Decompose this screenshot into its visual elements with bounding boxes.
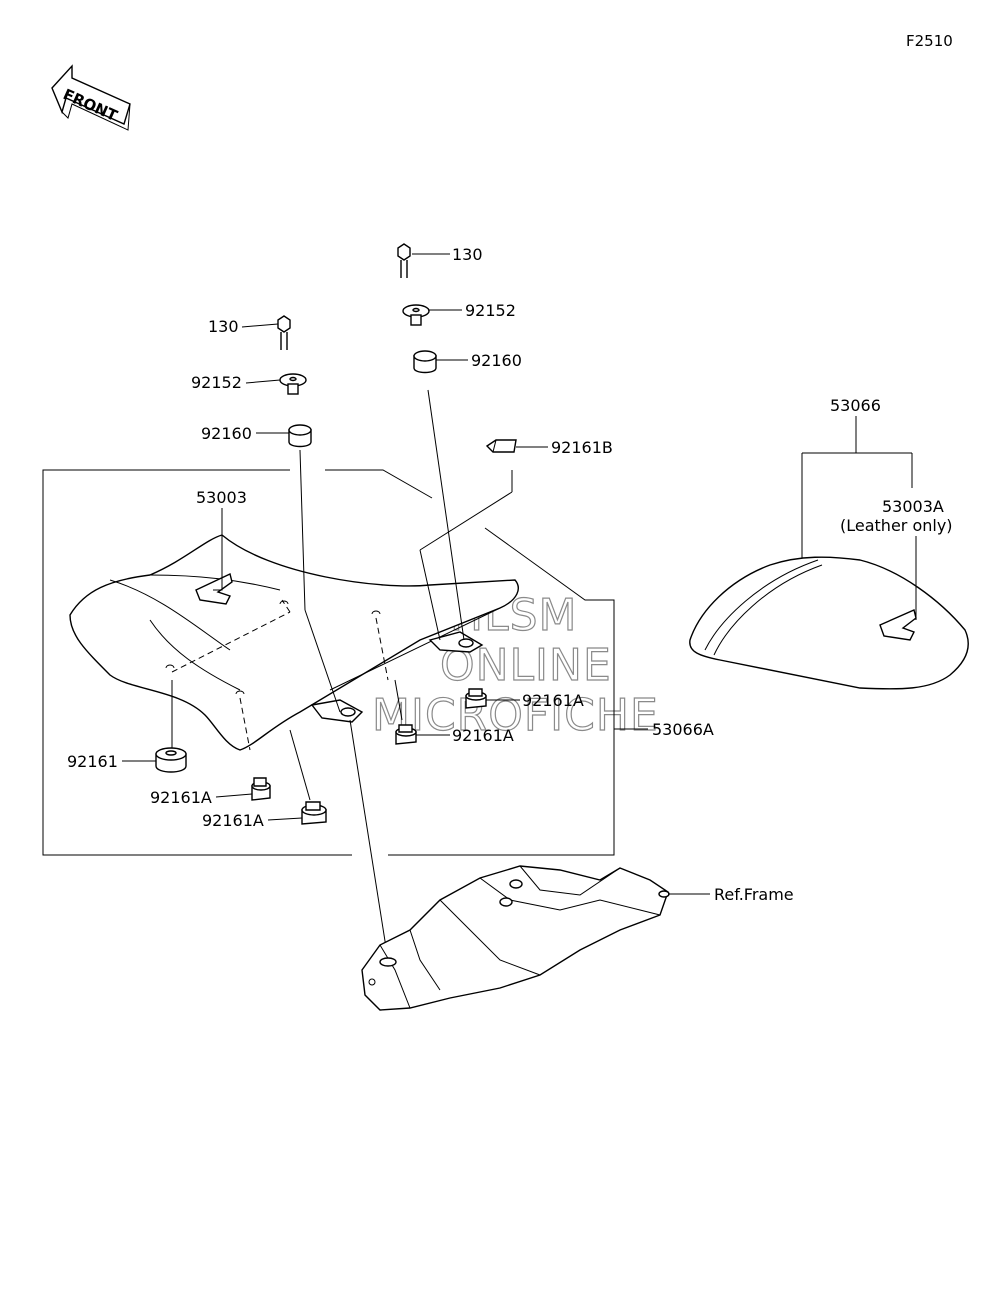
label-92160-right: 92160 xyxy=(471,351,522,370)
label-92161B: 92161B xyxy=(551,438,613,457)
damper-92161A-3-icon xyxy=(465,688,487,709)
damper-92161B-icon xyxy=(485,439,517,453)
washer-92152-right-icon xyxy=(402,304,430,326)
leader-lines xyxy=(122,253,917,895)
watermark-line-3: MICROFICHE xyxy=(372,690,659,741)
guide-lines xyxy=(171,389,513,961)
damper-92161A-1-icon xyxy=(251,777,271,801)
grommet-92160-left-icon xyxy=(288,424,312,448)
part-labels: 130 92152 92160 130 92152 92160 92161B 5… xyxy=(67,245,953,904)
label-92161: 92161 xyxy=(67,752,118,771)
damper-92161A-4-icon xyxy=(395,724,417,745)
label-92161A-3: 92161A xyxy=(522,691,584,710)
washer-92152-left-icon xyxy=(279,373,307,395)
label-53066A: 53066A xyxy=(652,720,714,739)
label-92161A-2: 92161A xyxy=(202,811,264,830)
label-ref-frame: Ref.Frame xyxy=(714,885,794,904)
damper-92161-icon xyxy=(155,747,187,773)
label-92152-left: 92152 xyxy=(191,373,242,392)
label-92160-left: 92160 xyxy=(201,424,252,443)
frame xyxy=(361,865,670,1011)
front-arrow-label: FRONT xyxy=(60,85,120,125)
rear-seat xyxy=(689,556,969,690)
bolt-130-left-icon xyxy=(277,315,291,350)
assembly-box xyxy=(42,469,615,856)
label-53066: 53066 xyxy=(830,396,881,415)
label-53003: 53003 xyxy=(196,488,247,507)
label-130-right: 130 xyxy=(452,245,483,264)
bolt-130-right-icon xyxy=(397,243,411,278)
front-arrow-icon: FRONT xyxy=(51,64,131,131)
label-130-left: 130 xyxy=(208,317,239,336)
label-92152-right: 92152 xyxy=(465,301,516,320)
damper-92161A-2-icon xyxy=(301,801,327,825)
grommet-92160-right-icon xyxy=(413,350,437,374)
main-seat xyxy=(69,534,519,751)
label-92161A-1: 92161A xyxy=(150,788,212,807)
label-92161A-4: 92161A xyxy=(452,726,514,745)
figure-id: F2510 xyxy=(906,32,953,50)
label-53003A-note: (Leather only) xyxy=(840,516,953,535)
label-53003A: 53003A xyxy=(882,497,944,516)
